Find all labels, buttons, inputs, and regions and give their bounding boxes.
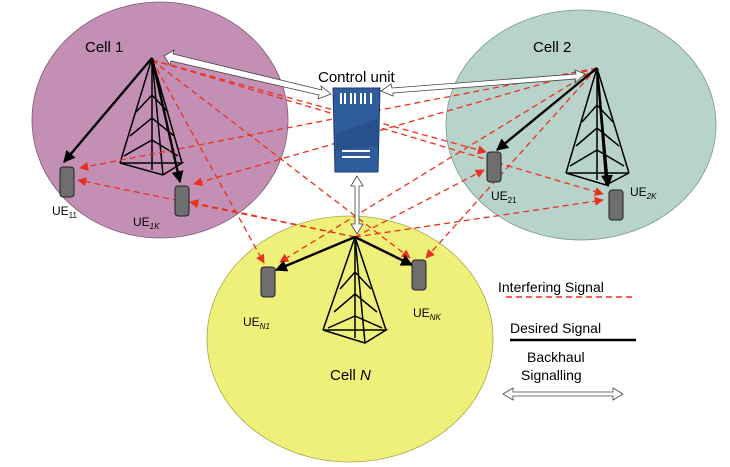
backhaul-links [163,49,586,235]
ue-2k-label: UE2K [630,185,657,201]
cell-n-label: Cell N [330,367,371,384]
legend: Interfering Signal Desired Signal Backha… [498,279,636,401]
ue-21-label: UE21 [491,189,517,205]
cell-n-tower [322,236,389,344]
cell-2-tower [565,67,630,186]
legend-backhaul-arrow [502,387,624,401]
legend-backhaul-label-2: Signalling [521,367,582,383]
backhaul-arrow-cell2 [380,69,586,97]
control-unit-label: Control unit [318,69,396,86]
backhaul-arrow-cell1 [163,49,332,100]
cell-1-tower [119,57,185,176]
ue-11-device [59,166,75,198]
control-unit [332,87,381,173]
legend-desired-label: Desired Signal [510,320,601,336]
ue-1k-device [174,185,190,217]
ue-2k-device [608,189,624,221]
cell-2-area [445,9,717,241]
ue-11-label: UE11 [52,204,78,220]
legend-backhaul-label-1: Backhaul [527,349,585,365]
ue-n1-label: UEN1 [243,315,270,331]
ue-n1-device [260,266,276,298]
ue-1k-label: UE1K [133,215,160,231]
ue-nk-device [411,259,427,291]
ue-nk-label: UENK [413,306,441,322]
ue-21-device [486,151,502,183]
desired-signals [63,57,613,272]
user-equipment [59,151,624,298]
cell-1-area [31,1,289,239]
cell-2-label: Cell 2 [533,39,571,56]
legend-interfering-label: Interfering Signal [498,279,604,295]
backhaul-arrow-celln [350,175,364,235]
cell-1-label: Cell 1 [85,39,123,56]
